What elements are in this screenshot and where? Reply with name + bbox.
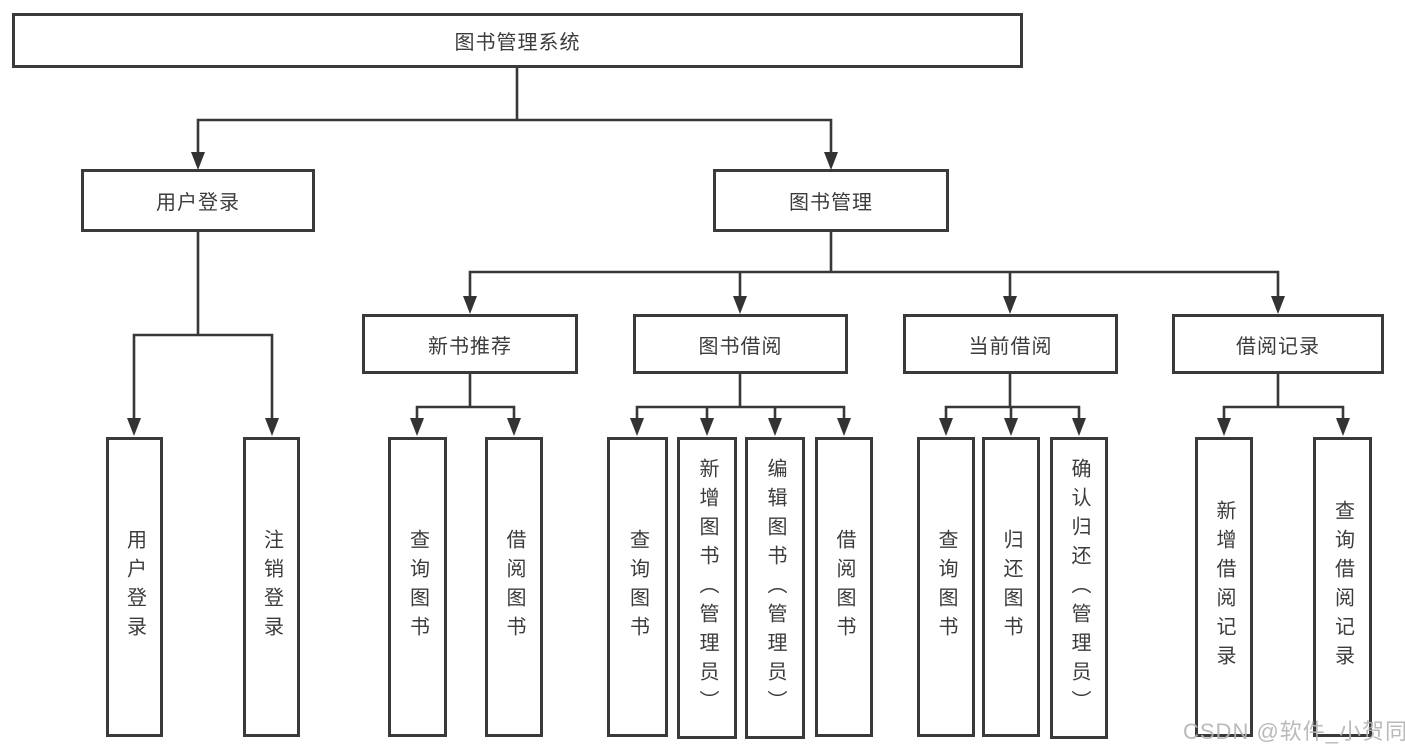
leaf-confirm-return-admin: 确认归还（管理员） [1050,437,1108,739]
leaf-return-book-label: 归还图书 [1000,529,1022,645]
leaf-add-book-admin: 新增图书（管理员） [677,437,737,739]
connector-new-book-children [410,372,521,436]
leaf-logout: 注销登录 [243,437,300,737]
leaf-borrow-book-1-label: 借阅图书 [503,529,525,645]
leaf-query-book-2-label: 查询图书 [626,529,649,645]
leaf-query-book-1: 查询图书 [388,437,447,737]
leaf-user-login-label: 用户登录 [123,529,146,645]
node-borrow-record: 借阅记录 [1172,314,1384,374]
node-root-label: 图书管理系统 [454,32,581,54]
leaf-query-book-3-label: 查询图书 [935,529,957,645]
connector-borrow-record-children [1217,372,1350,436]
connector-book-borrow-children [630,372,851,436]
node-book-borrow: 图书借阅 [633,314,848,374]
node-current-borrow: 当前借阅 [903,314,1118,374]
leaf-query-book-3: 查询图书 [917,437,975,737]
node-new-book-recommend: 新书推荐 [362,314,578,374]
leaf-edit-book-admin-label: 编辑图书（管理员） [764,457,786,719]
leaf-logout-label: 注销登录 [260,529,283,645]
node-book-mgmt-label: 图书管理 [789,192,873,214]
node-borrow-record-label: 借阅记录 [1236,335,1320,358]
connector-current-borrow-children [939,372,1086,436]
node-book-borrow-label: 图书借阅 [698,335,783,358]
leaf-add-borrow-record-label: 新增借阅记录 [1213,500,1235,674]
node-root: 图书管理系统 [12,13,1023,68]
connector-user-login-children [127,230,279,436]
node-book-mgmt: 图书管理 [713,169,949,232]
leaf-edit-book-admin: 编辑图书（管理员） [745,437,805,739]
leaf-query-borrow-record: 查询借阅记录 [1313,437,1372,737]
connector-book-mgmt-to-level3 [463,230,1285,314]
leaf-borrow-book-2-label: 借阅图书 [833,529,855,645]
node-new-book-recommend-label: 新书推荐 [428,335,512,358]
leaf-query-borrow-record-label: 查询借阅记录 [1331,500,1354,674]
leaf-add-borrow-record: 新增借阅记录 [1195,437,1253,737]
leaf-borrow-book-1: 借阅图书 [485,437,543,737]
leaf-return-book: 归还图书 [982,437,1040,737]
connector-root-to-level2 [191,66,838,170]
csdn-watermark: CSDN @软件_小贺同学 [1183,719,1405,744]
leaf-query-book-1-label: 查询图书 [406,529,429,645]
leaf-add-book-admin-label: 新增图书（管理员） [696,457,718,719]
node-current-borrow-label: 当前借阅 [968,335,1053,358]
leaf-borrow-book-2: 借阅图书 [815,437,873,737]
node-user-login: 用户登录 [81,169,315,232]
leaf-user-login: 用户登录 [106,437,163,737]
leaf-confirm-return-admin-label: 确认归还（管理员） [1068,457,1090,719]
node-user-login-label: 用户登录 [156,192,240,214]
leaf-query-book-2: 查询图书 [607,437,668,737]
